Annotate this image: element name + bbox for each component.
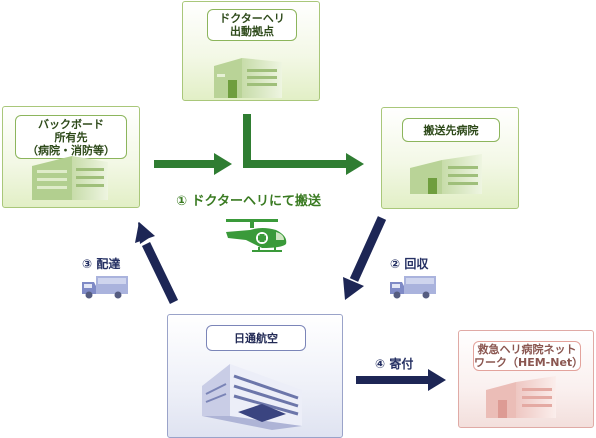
hospital-label: 搬送先病院: [402, 118, 500, 142]
helicopter-icon: [226, 219, 287, 252]
building-icon: [32, 156, 108, 200]
backboard-label: バックボード 所有先 （病院・消防等）: [15, 115, 127, 159]
building-icon: [486, 376, 556, 418]
arrow-icon: [356, 369, 446, 391]
step-4-caption: ④ 寄付: [375, 357, 414, 371]
truck-icon: [82, 276, 128, 299]
arrow-icon: [343, 216, 387, 300]
step-1-caption: ① ドクターヘリにて搬送: [176, 194, 322, 209]
hemnet-label: 救急ヘリ病院ネット ワーク（HEM-Net）: [473, 341, 584, 371]
step-2-caption: ② 回収: [390, 257, 429, 271]
arrow-icon: [243, 114, 364, 175]
truck-icon: [390, 276, 436, 299]
building-icon: [202, 364, 302, 430]
arrow-icon: [154, 153, 232, 175]
building-icon: [214, 58, 282, 98]
step-3-caption: ③ 配達: [82, 257, 121, 271]
nikko-label: 日通航空: [206, 325, 306, 351]
heli-base-card: ドクターヘリ 出動拠点: [182, 1, 320, 101]
heli-base-label: ドクターヘリ 出動拠点: [207, 9, 297, 41]
arrow-icon: [135, 222, 180, 304]
building-icon: [410, 154, 482, 194]
